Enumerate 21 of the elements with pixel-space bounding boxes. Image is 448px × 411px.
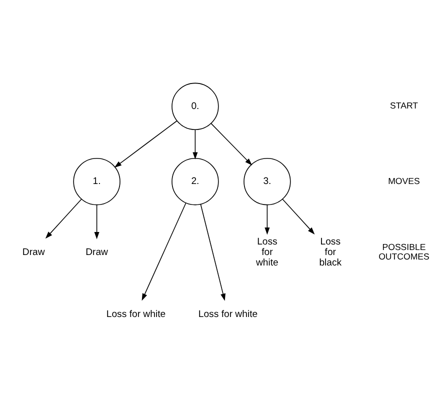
arrow <box>94 204 100 239</box>
arrow <box>114 120 178 168</box>
node-circle: 2. <box>172 158 219 205</box>
arrow <box>192 128 198 159</box>
node-circle: 1. <box>73 158 120 205</box>
arrow <box>282 198 315 234</box>
arrow <box>264 204 270 234</box>
arrow <box>200 203 226 300</box>
label: MOVES <box>388 175 420 186</box>
arrow <box>45 198 82 238</box>
node-text: Loss for white <box>256 236 278 268</box>
arrow <box>142 202 186 300</box>
node-text: Loss for white <box>106 308 166 320</box>
node-text: Draw <box>86 246 108 258</box>
label: POSSIBLE OUTCOMES <box>378 241 430 261</box>
node-text: Draw <box>22 246 45 258</box>
arrow <box>210 122 252 165</box>
node-text: Loss for white <box>198 308 258 320</box>
node-circle: 0. <box>172 82 219 130</box>
label: START <box>390 100 418 110</box>
node-text: Loss for black <box>319 236 342 268</box>
